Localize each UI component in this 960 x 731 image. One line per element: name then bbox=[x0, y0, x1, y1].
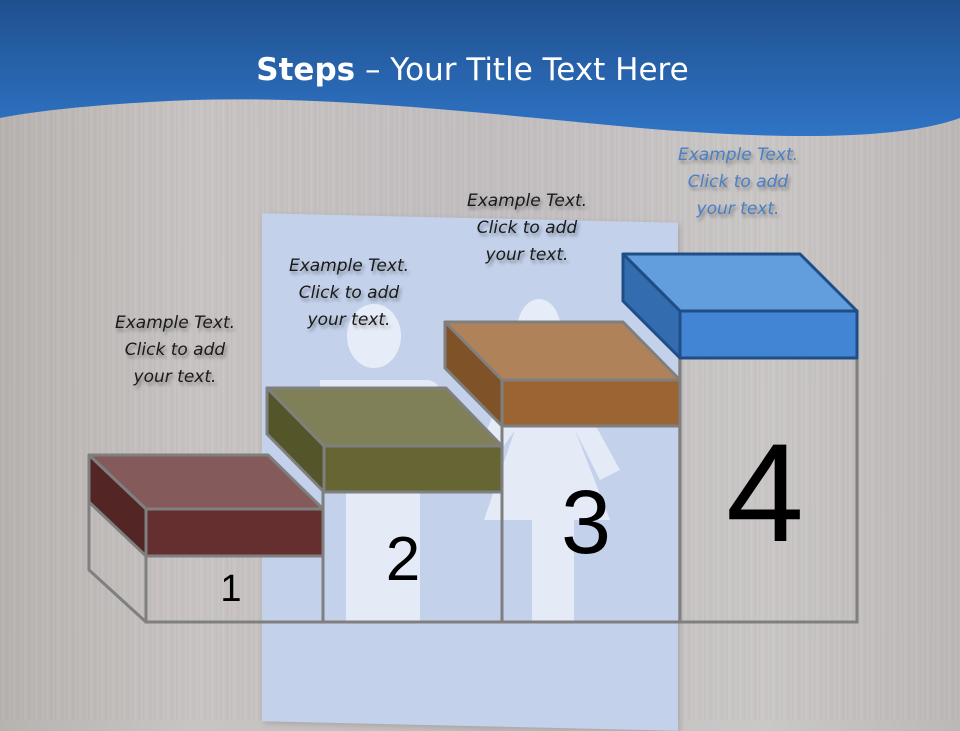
step-4-line1: Example Text. bbox=[677, 145, 799, 165]
step-4-number: 4 bbox=[726, 414, 804, 571]
step-3-slab bbox=[443, 320, 682, 428]
step-4-text[interactable]: Example Text. Click to add your text. bbox=[653, 142, 823, 223]
step-1-number: 1 bbox=[220, 568, 242, 610]
step-1-slab bbox=[87, 453, 325, 558]
step-1-line3: your text. bbox=[133, 367, 217, 387]
step-4-line3: your text. bbox=[696, 199, 780, 219]
step-3-number: 3 bbox=[560, 473, 612, 573]
step-4-line2: Click to add bbox=[687, 172, 789, 192]
step-2-slab bbox=[265, 386, 504, 494]
step-1-line2: Click to add bbox=[124, 340, 226, 360]
step-1-text[interactable]: Example Text. Click to add your text. bbox=[90, 310, 260, 391]
step-4-slab bbox=[621, 252, 859, 360]
step-2-line1: Example Text. bbox=[288, 256, 410, 276]
title-bold: Steps bbox=[256, 52, 356, 88]
step-2-number: 2 bbox=[385, 525, 421, 594]
step-2-line2: Click to add bbox=[298, 283, 400, 303]
slide-title[interactable]: Steps – Your Title Text Here bbox=[0, 52, 945, 88]
title-rest: – Your Title Text Here bbox=[355, 52, 689, 88]
step-2-line3: your text. bbox=[307, 310, 391, 330]
step-1-line1: Example Text. bbox=[114, 313, 236, 333]
step-3-line3: your text. bbox=[485, 245, 569, 265]
step-3-line2: Click to add bbox=[476, 218, 578, 238]
step-3-line1: Example Text. bbox=[466, 191, 588, 211]
step-2-text[interactable]: Example Text. Click to add your text. bbox=[264, 253, 434, 334]
header-banner bbox=[0, 0, 960, 137]
step-3-text[interactable]: Example Text. Click to add your text. bbox=[442, 188, 612, 269]
